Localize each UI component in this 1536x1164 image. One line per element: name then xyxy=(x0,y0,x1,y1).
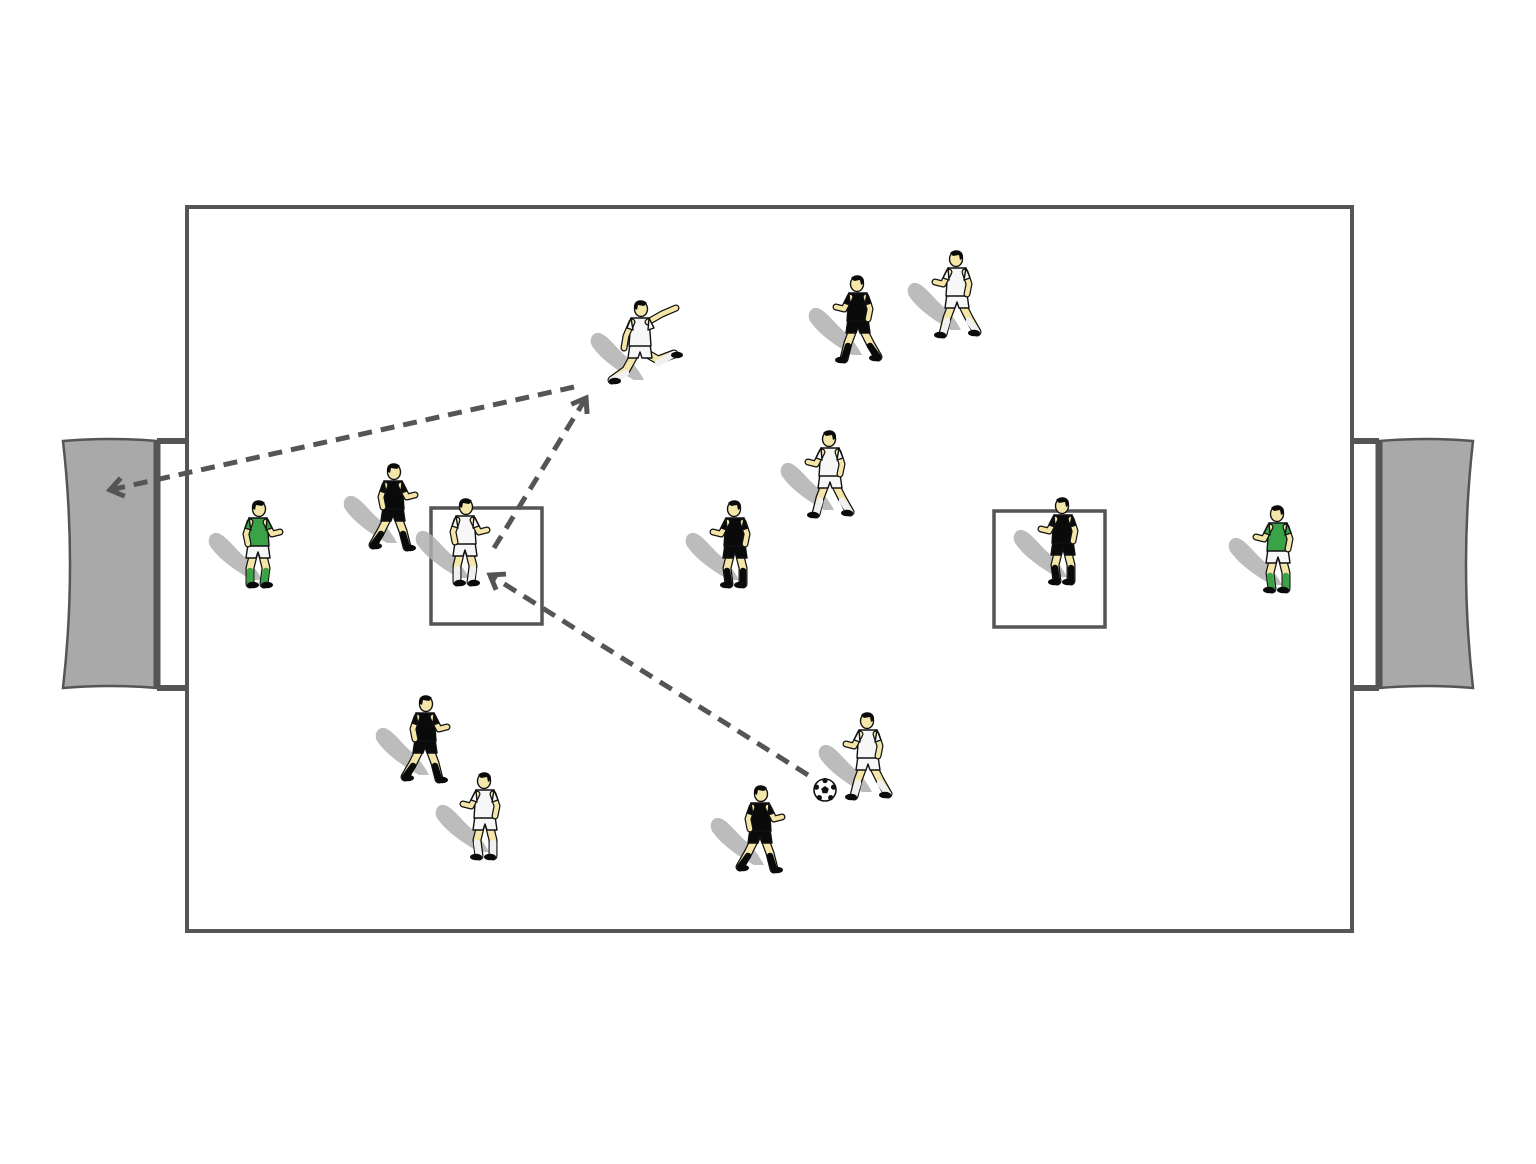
hair xyxy=(851,275,865,285)
player-figure xyxy=(400,695,451,784)
player-figure xyxy=(842,712,893,801)
goal-net xyxy=(1377,437,1475,690)
arrowhead-icon xyxy=(105,476,126,499)
player-gk-right xyxy=(1228,505,1294,594)
boot-icon xyxy=(869,354,881,362)
boot-icon xyxy=(261,581,273,589)
boot-icon xyxy=(671,351,683,359)
boot-icon xyxy=(734,581,746,589)
player-figure xyxy=(735,785,786,874)
goals-layer xyxy=(61,437,1475,691)
player-figure xyxy=(368,463,419,552)
goal-net xyxy=(61,437,159,690)
ball-layer xyxy=(813,777,837,802)
player-figure xyxy=(459,772,501,861)
hair xyxy=(823,430,837,440)
hair xyxy=(861,712,875,722)
players-layer xyxy=(208,250,1294,874)
player-figure xyxy=(449,498,491,587)
player-figure xyxy=(832,275,883,364)
player-white-bottom-left xyxy=(435,772,501,861)
player-black-target xyxy=(1013,497,1079,586)
player-black-center xyxy=(685,500,751,589)
player-black-top xyxy=(808,275,883,364)
boot-icon xyxy=(1048,578,1060,586)
boot-icon xyxy=(771,866,783,874)
player-white-top-right xyxy=(907,250,982,339)
boot-icon xyxy=(402,774,414,782)
boot-icon xyxy=(879,791,891,799)
player-figure xyxy=(709,500,751,589)
boot-icon xyxy=(1277,586,1289,594)
boot-icon xyxy=(484,853,496,861)
pass-arrows-layer xyxy=(105,384,810,778)
arrowhead-icon xyxy=(570,394,590,415)
right-target-box xyxy=(992,509,1107,629)
player-figure xyxy=(607,300,683,385)
shot-on-goal-arrow xyxy=(105,384,575,499)
boot-icon xyxy=(968,329,980,337)
boot-icon xyxy=(934,331,946,339)
boot-icon xyxy=(247,581,259,589)
boot-icon xyxy=(468,579,480,587)
hair xyxy=(753,785,767,795)
field-layer xyxy=(185,205,1354,933)
hair xyxy=(1271,505,1285,515)
boot-icon xyxy=(1062,578,1074,586)
boot-icon xyxy=(609,377,621,385)
player-white-shooter xyxy=(590,300,683,385)
pass-into-target-arrow xyxy=(486,571,810,778)
field-boundary xyxy=(185,205,1354,933)
hair xyxy=(418,695,432,705)
hair xyxy=(458,498,472,508)
boot-icon xyxy=(737,864,749,872)
player-gk-left xyxy=(208,500,284,589)
hair xyxy=(633,300,647,310)
boot-icon xyxy=(835,356,847,364)
player-black-left xyxy=(343,463,419,552)
hair xyxy=(251,500,265,510)
layoff-to-shooter-arrow xyxy=(491,394,590,550)
boot-icon xyxy=(436,776,448,784)
hair xyxy=(1056,497,1070,507)
left-target-box xyxy=(429,506,544,626)
hair xyxy=(950,250,964,260)
player-figure xyxy=(1252,505,1294,594)
boot-icon xyxy=(454,579,466,587)
boot-icon xyxy=(370,542,382,550)
player-white-target xyxy=(415,498,491,587)
player-black-bottom-left xyxy=(375,695,451,784)
boot-icon xyxy=(841,509,853,517)
boot-icon xyxy=(470,853,482,861)
soccer-ball-icon xyxy=(813,777,837,802)
target-boxes-layer xyxy=(429,506,1107,629)
player-figure xyxy=(804,430,855,519)
arrowhead-icon xyxy=(486,571,507,591)
player-white-center xyxy=(780,430,855,519)
hair xyxy=(478,772,492,782)
player-white-dribbler xyxy=(818,712,893,801)
player-figure xyxy=(931,250,982,339)
boot-icon xyxy=(720,581,732,589)
boot-icon xyxy=(845,793,857,801)
player-figure xyxy=(1037,497,1079,586)
left-goal xyxy=(61,437,187,691)
player-black-bottom xyxy=(710,785,786,874)
hair xyxy=(386,463,400,473)
boot-icon xyxy=(1263,586,1275,594)
boot-icon xyxy=(404,544,416,552)
boot-icon xyxy=(807,511,819,519)
hair xyxy=(728,500,742,510)
player-figure xyxy=(242,500,284,589)
right-goal xyxy=(1352,437,1475,691)
